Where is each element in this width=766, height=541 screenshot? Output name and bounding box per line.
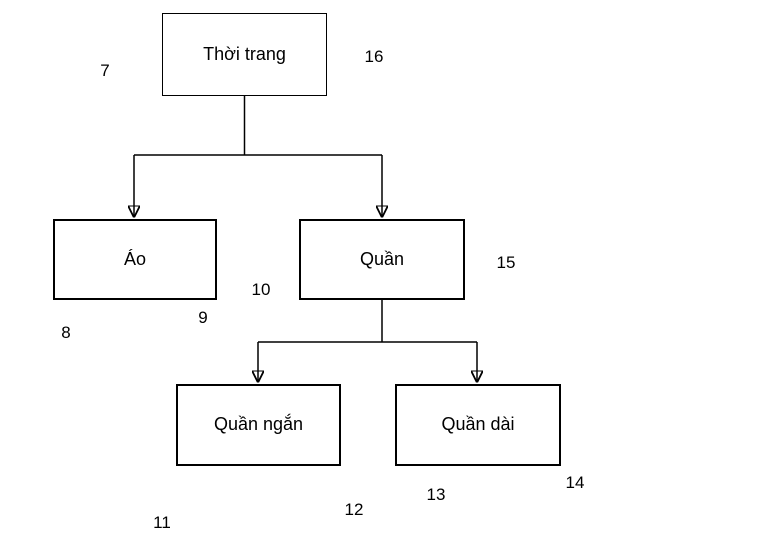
number-label-10: 10 [251,280,271,299]
number-label-13: 13 [426,485,446,504]
node-thoi-trang[interactable]: Thời trang [162,13,327,96]
node-quan-ngan-label: Quần ngắn [213,414,304,435]
node-quan-dai-label: Quần dài [441,414,515,435]
node-quan-label: Quần [359,248,405,269]
node-ao[interactable]: Áo [53,219,217,300]
number-label-15: 15 [496,253,516,272]
node-ao-label: Áo [123,248,147,269]
number-label-16: 16 [364,47,384,66]
number-label-8: 8 [61,323,71,342]
node-quan-dai[interactable]: Quần dài [395,384,561,466]
node-quan-ngan[interactable]: Quần ngắn [176,384,341,466]
number-label-14: 14 [565,473,585,492]
number-label-11: 11 [153,513,171,532]
number-label-7: 7 [100,61,110,80]
node-quan[interactable]: Quần [299,219,465,300]
node-thoi-trang-label: Thời trang [203,43,286,64]
number-label-12: 12 [344,500,364,519]
number-label-9: 9 [198,308,208,327]
